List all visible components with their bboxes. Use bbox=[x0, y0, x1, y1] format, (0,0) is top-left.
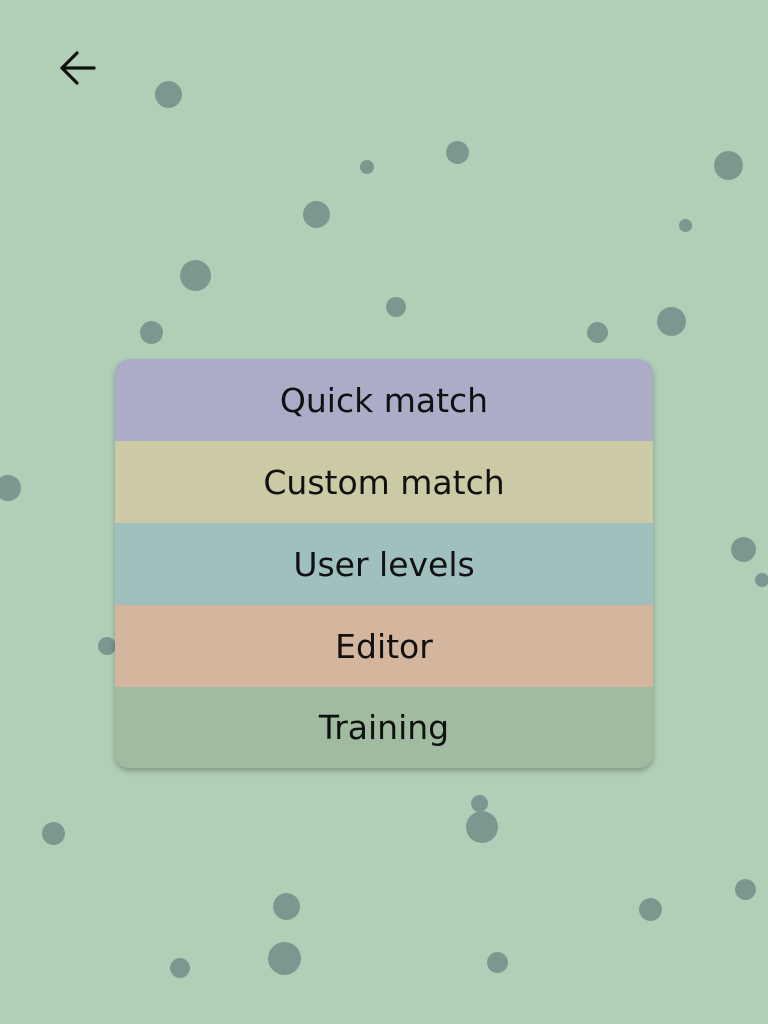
arrow-left-icon bbox=[60, 51, 96, 85]
background-dot bbox=[735, 879, 756, 900]
custom-match-button[interactable]: Custom match bbox=[115, 441, 653, 523]
background-dot bbox=[714, 151, 743, 180]
menu-item-label: User levels bbox=[293, 544, 475, 584]
background-dot bbox=[386, 297, 406, 317]
background-dot bbox=[731, 537, 756, 562]
background-dot bbox=[587, 322, 608, 343]
menu-item-label: Editor bbox=[335, 626, 433, 666]
background-dot bbox=[446, 141, 469, 164]
training-button[interactable]: Training bbox=[115, 687, 653, 768]
background-dot bbox=[360, 160, 374, 174]
background-dot bbox=[0, 475, 21, 501]
menu-item-label: Training bbox=[318, 708, 450, 747]
background-dot bbox=[471, 795, 488, 812]
background-dot bbox=[180, 260, 211, 291]
editor-button[interactable]: Editor bbox=[115, 605, 653, 687]
background-dot bbox=[657, 307, 686, 336]
background-dot bbox=[639, 898, 662, 921]
background-dot bbox=[155, 81, 182, 108]
user-levels-button[interactable]: User levels bbox=[115, 523, 653, 605]
main-menu-panel: Quick match Custom match User levels Edi… bbox=[115, 359, 653, 768]
background-dot bbox=[140, 321, 163, 344]
background-dot bbox=[679, 219, 692, 232]
background-dot bbox=[170, 958, 190, 978]
back-button[interactable] bbox=[50, 42, 102, 94]
background-dot bbox=[303, 201, 330, 228]
background-dot bbox=[98, 637, 116, 655]
background-dot bbox=[42, 822, 65, 845]
background-dot bbox=[268, 942, 301, 975]
menu-item-label: Quick match bbox=[279, 380, 489, 420]
menu-item-label: Custom match bbox=[263, 462, 505, 502]
quick-match-button[interactable]: Quick match bbox=[115, 359, 653, 441]
background-dot bbox=[273, 893, 300, 920]
background-dot bbox=[466, 811, 498, 843]
background-dot bbox=[755, 573, 768, 587]
background-dot bbox=[487, 952, 508, 973]
